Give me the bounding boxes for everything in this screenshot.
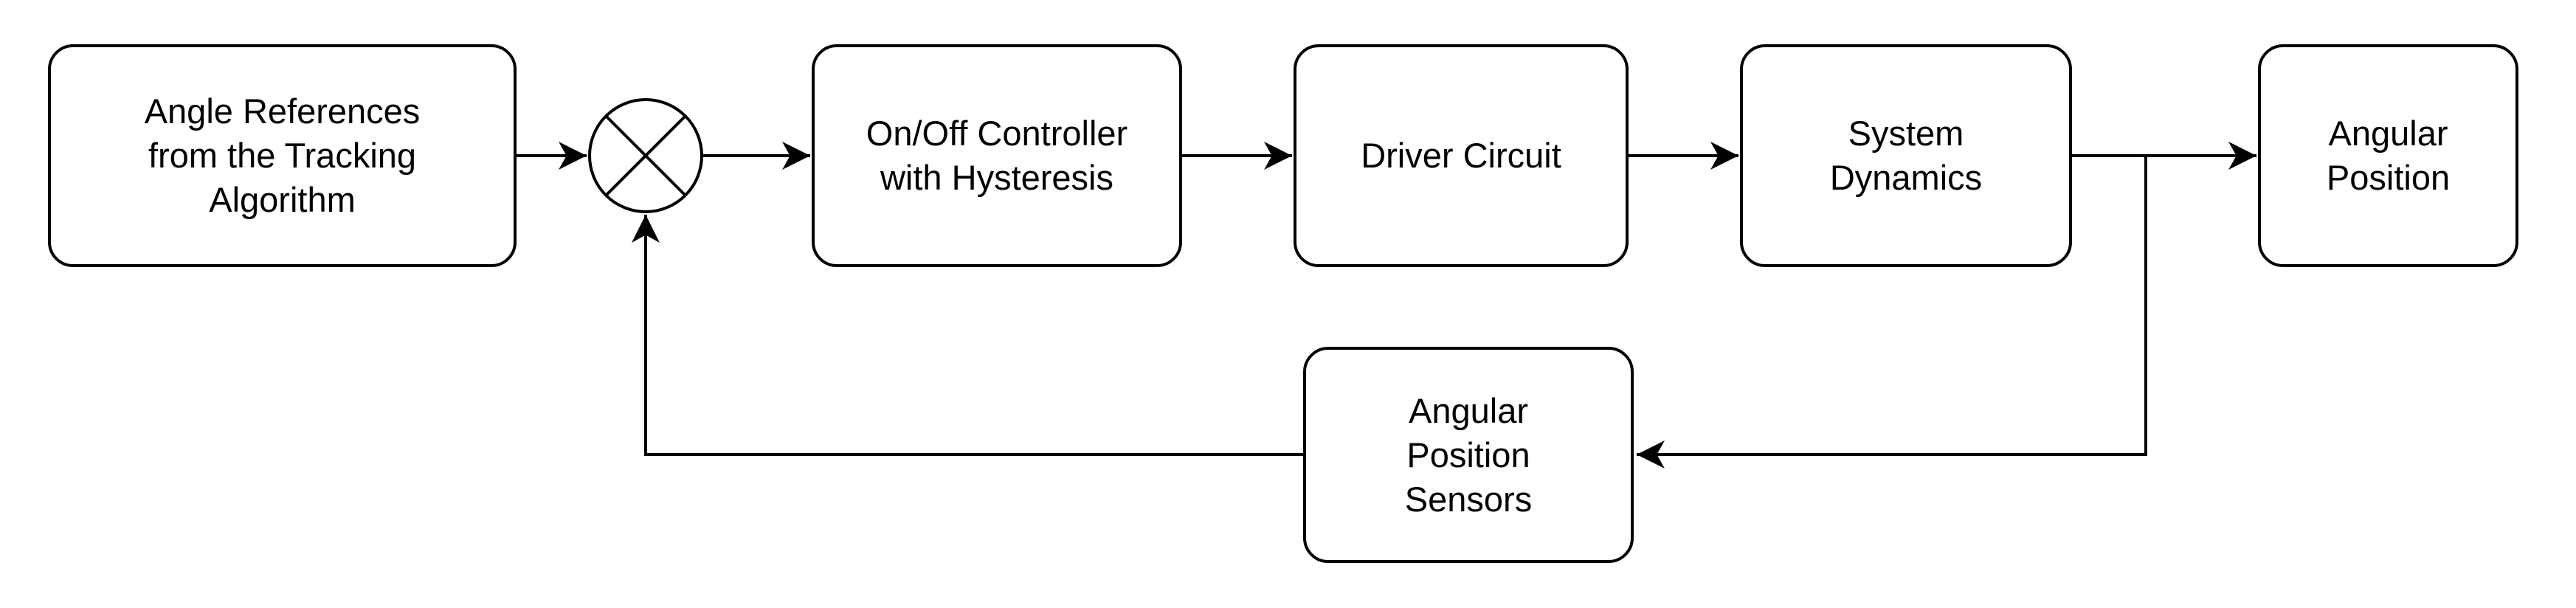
node-system-dynamics: System Dynamics (1740, 44, 2072, 267)
node-onoff-controller: On/Off Controller with Hysteresis (812, 44, 1182, 267)
edge-branch-to-sensors (1637, 156, 2147, 469)
node-onoff-controller-label: On/Off Controller with Hysteresis (866, 114, 1128, 197)
node-angle-references: Angle References from the Tracking Algor… (48, 44, 517, 267)
edge-sensors-to-junction (632, 215, 1303, 456)
node-angular-position-sensors: Angular Position Sensors (1303, 347, 1634, 563)
node-system-dynamics-label: System Dynamics (1829, 114, 1983, 197)
node-angular-position-sensors-label: Angular Position Sensors (1404, 390, 1533, 519)
summing-junction-x-icon (604, 114, 687, 197)
node-angular-position-label: Angular Position (2326, 114, 2451, 197)
node-angle-references-label: Angle References from the Tracking Algor… (144, 91, 421, 219)
node-driver-circuit: Driver Circuit (1294, 44, 1629, 267)
summing-junction (588, 98, 703, 213)
node-driver-circuit-label: Driver Circuit (1361, 136, 1561, 175)
node-angular-position: Angular Position (2258, 44, 2518, 267)
